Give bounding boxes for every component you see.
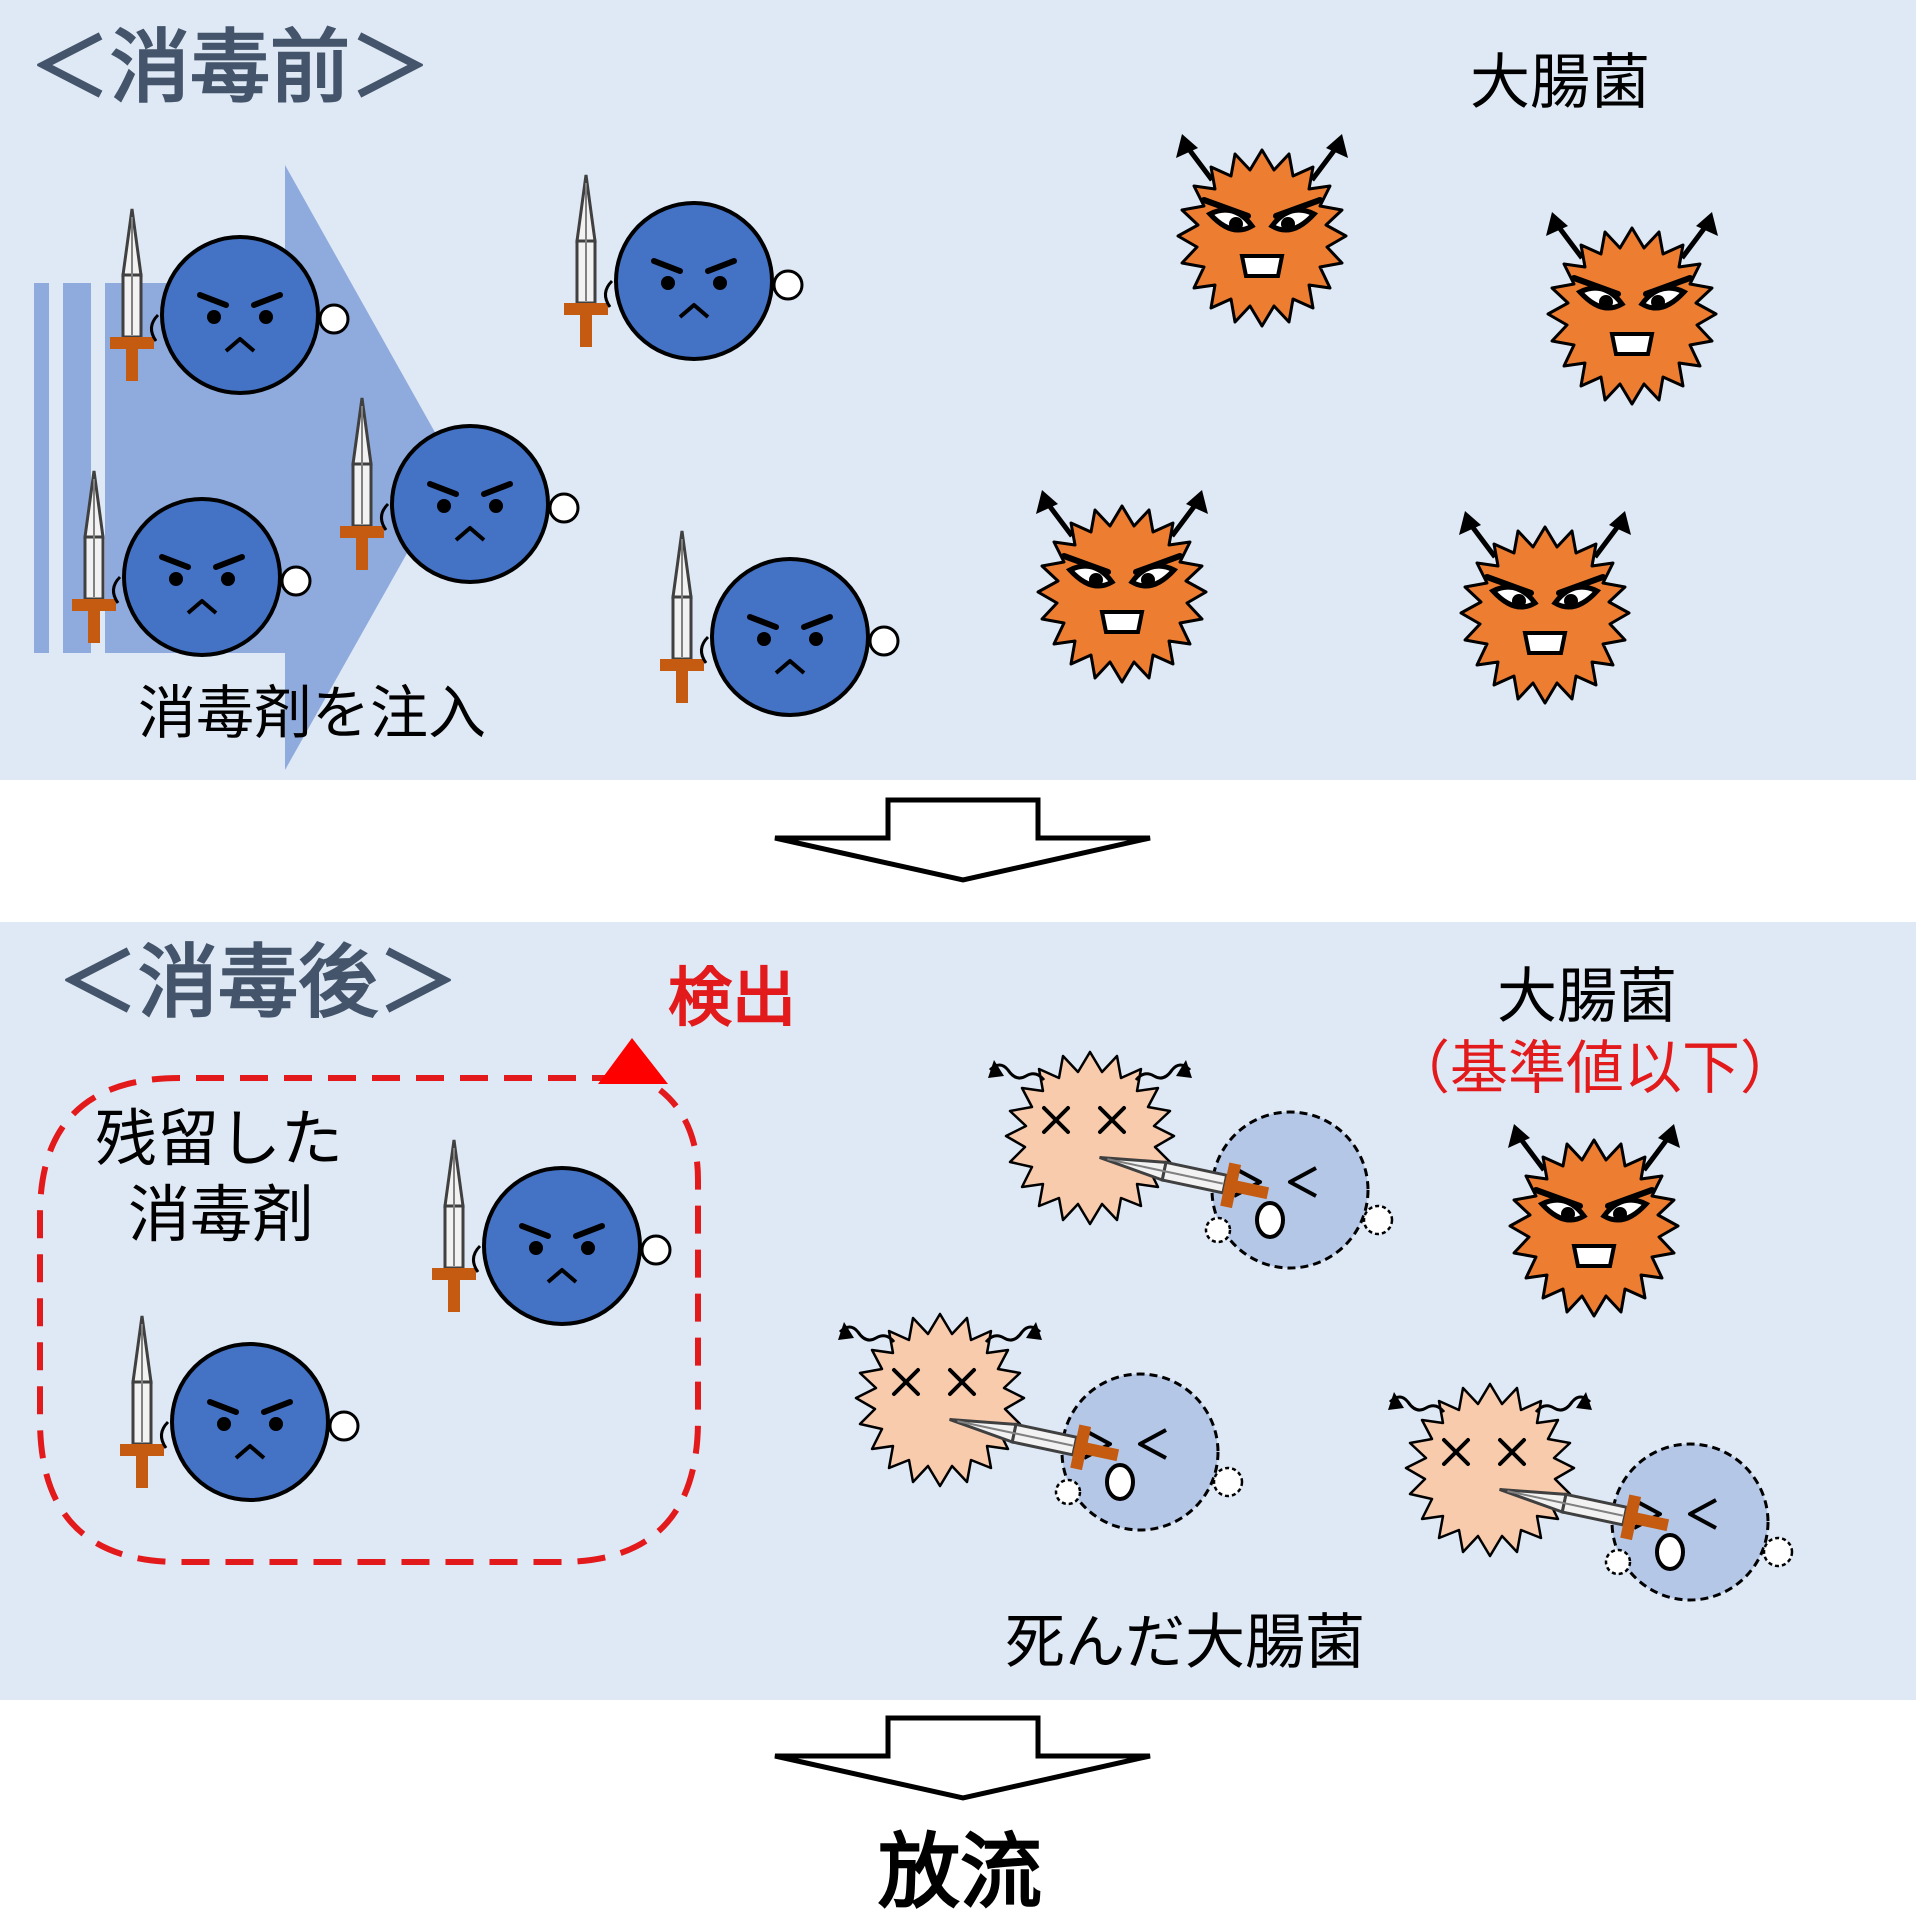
flow-down-arrow bbox=[774, 797, 1151, 883]
detect-label: 検出 bbox=[668, 962, 796, 1036]
discharge-label: 放流 bbox=[878, 1825, 1042, 1920]
inject-label: 消毒剤を注入 bbox=[138, 679, 486, 747]
before-title: ＜消毒前＞ bbox=[30, 21, 430, 114]
residual-label-line2: 消毒剤 bbox=[128, 1178, 314, 1251]
flow-down-arrow bbox=[774, 1715, 1151, 1801]
ecoli-standard-note: （基準値以下） bbox=[1392, 1034, 1798, 1102]
residual-region-outline bbox=[37, 1075, 701, 1565]
before-ecoli-label: 大腸菌 bbox=[1470, 48, 1650, 118]
detect-arrow-head bbox=[598, 1038, 668, 1084]
after-title: ＜消毒後＞ bbox=[58, 936, 458, 1029]
after-ecoli-label: 大腸菌 bbox=[1497, 962, 1677, 1032]
residual-label-line1: 残留した bbox=[95, 1102, 343, 1175]
dead-ecoli-label: 死んだ大腸菌 bbox=[1005, 1608, 1365, 1678]
